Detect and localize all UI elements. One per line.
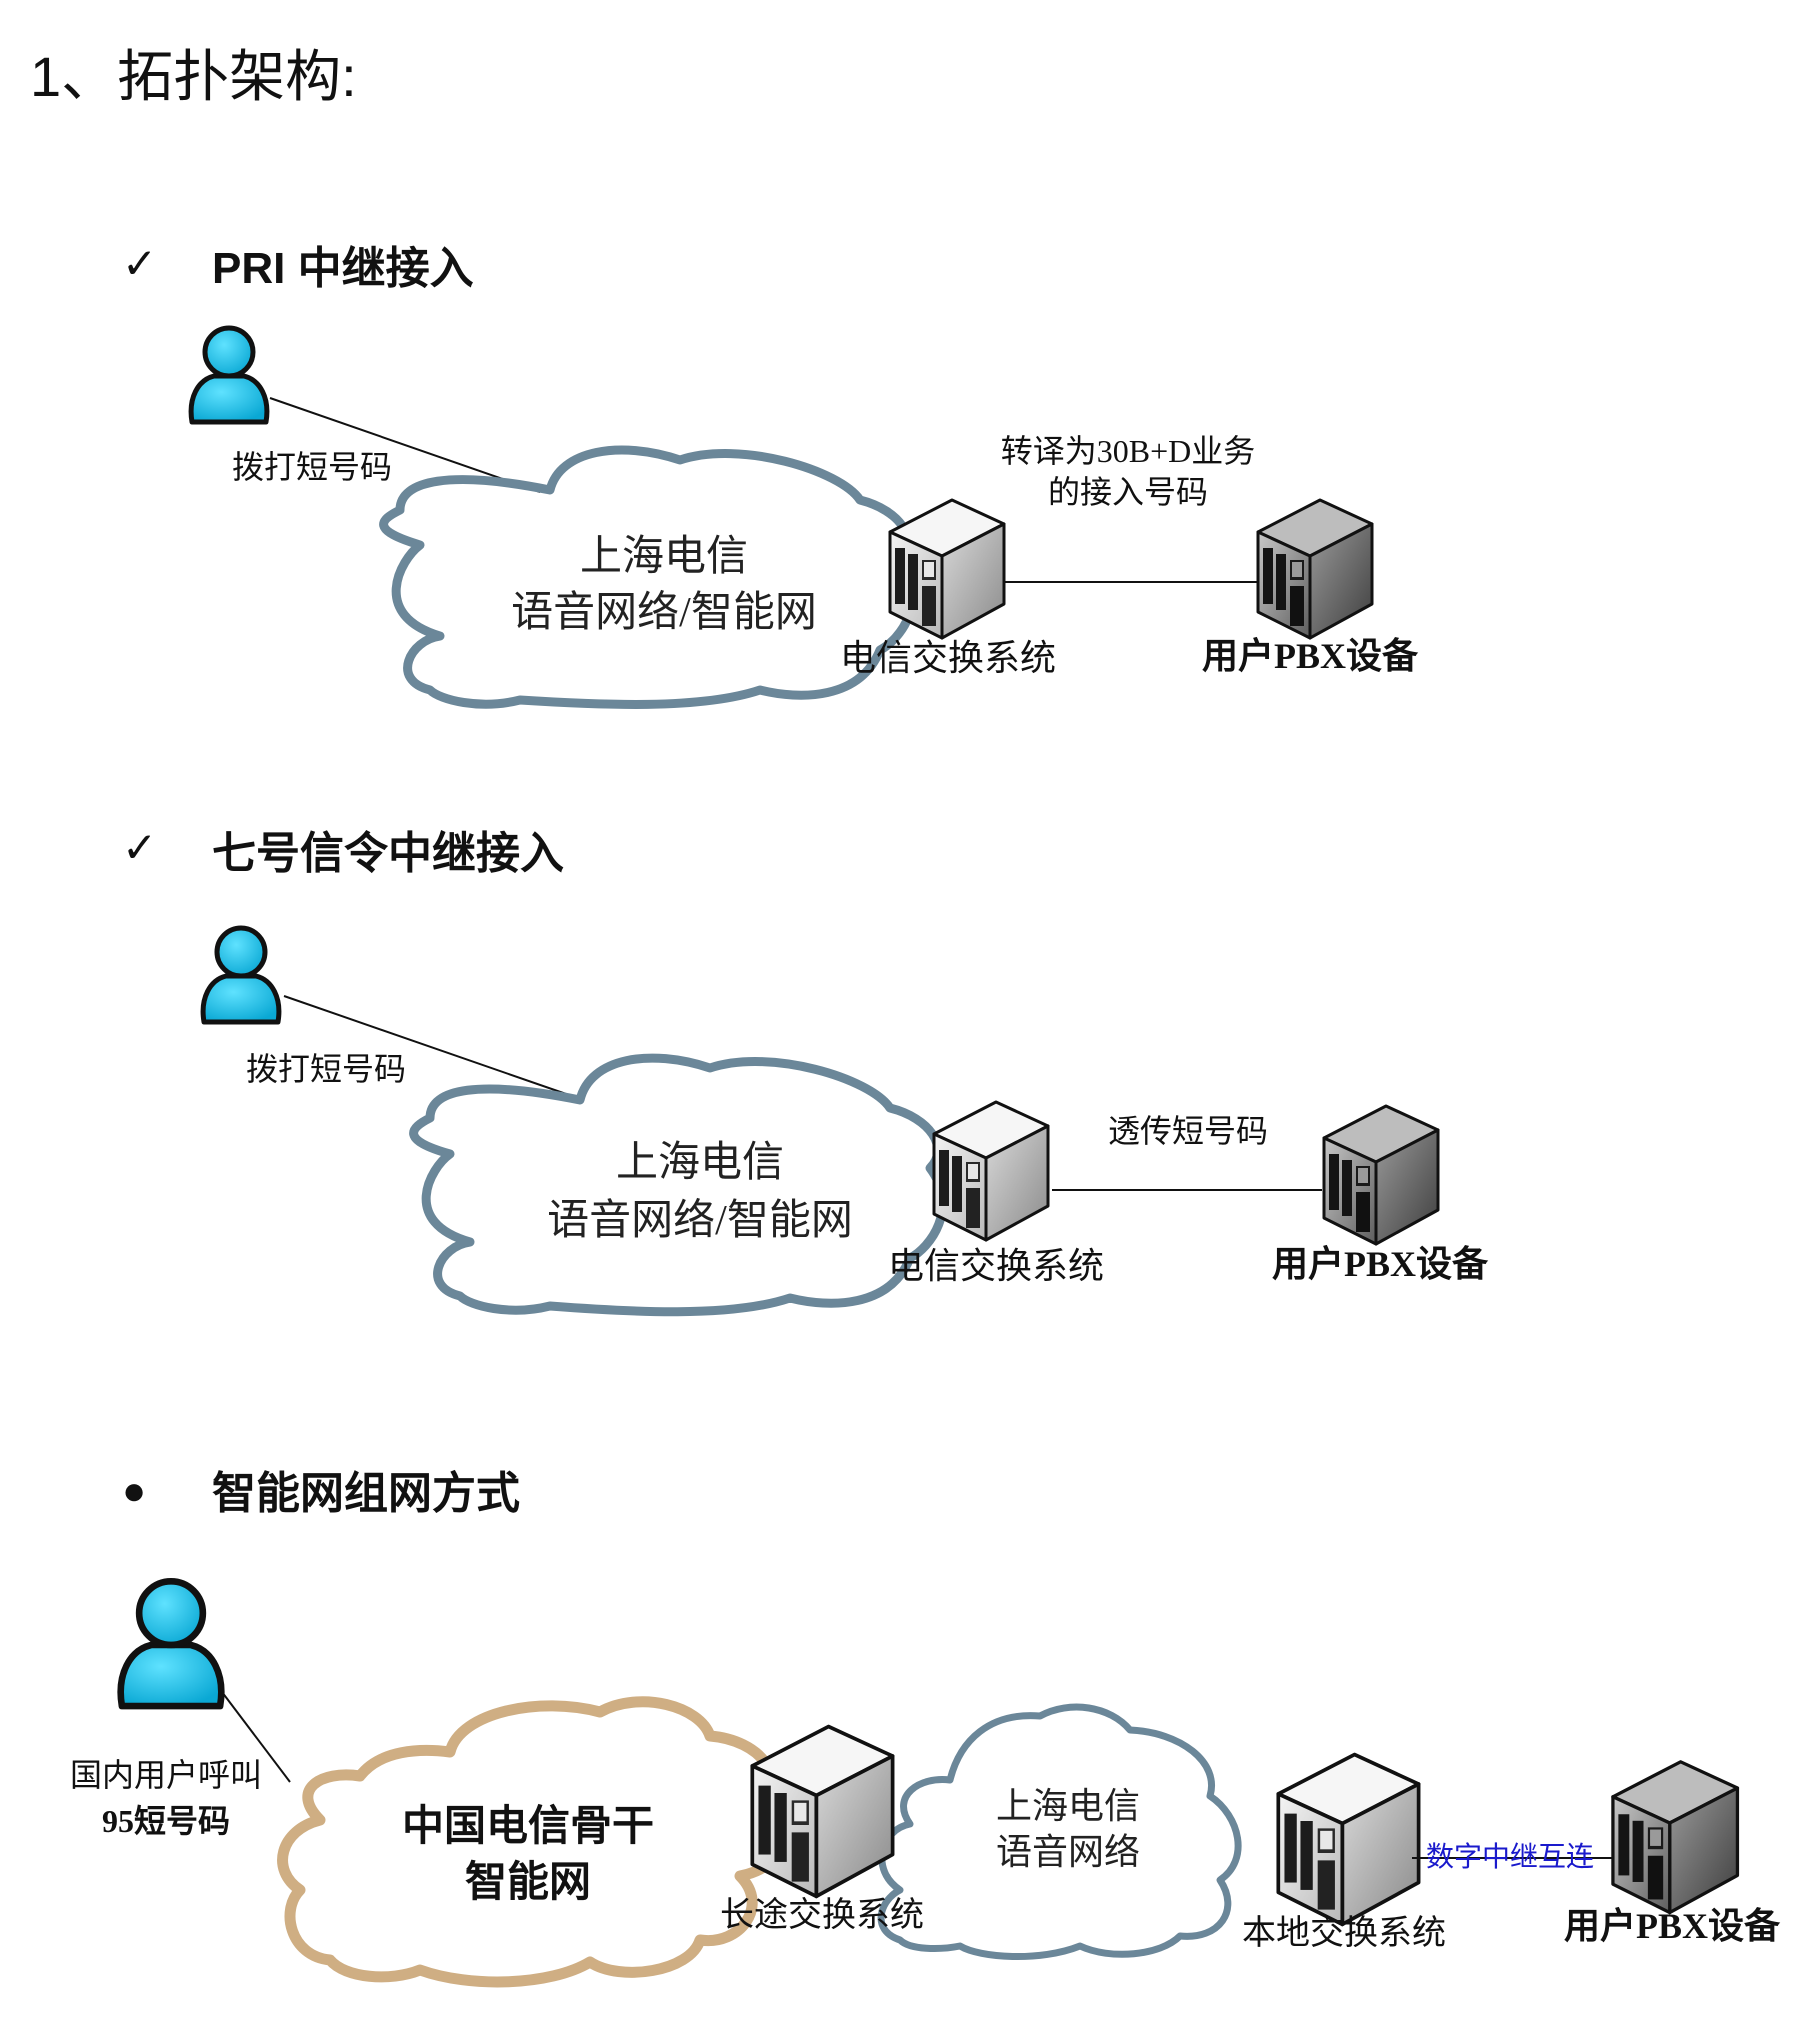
pbx-server-icon: [1256, 498, 1374, 640]
pbx-server-icon: [1611, 1760, 1740, 1915]
person-label: 拨打短号码: [246, 1051, 406, 1087]
section-heading: 七号信令中继接入: [212, 829, 564, 878]
cloud-label-line2: 语音网络/智能网: [547, 1197, 853, 1244]
section-pri: ✓ PRI 中继接入 拨打短号码 上海电信 语音网络/智能网 电信交换系统 转译…: [122, 240, 1419, 709]
backbone-cloud-icon: [277, 1696, 786, 1988]
person-label-line2: 95短号码: [102, 1803, 230, 1839]
checkmark-icon: ✓: [122, 824, 157, 871]
cloud-label-line1: 上海电信: [580, 534, 748, 580]
cloud-icon: [409, 1053, 948, 1317]
person-link-line: [283, 995, 573, 1097]
link-label-line1: 转译为30B+D业务: [1001, 433, 1256, 469]
switch-label: 电信交换系统: [888, 1246, 1104, 1286]
checkmark-icon: ✓: [122, 240, 157, 287]
section-in: ● 智能网组网方式 国内用户呼叫 95短号码 中国电信骨干 智能网 上海电信 语…: [70, 1469, 1781, 1988]
pbx-label: 用户PBX设备: [1272, 1244, 1489, 1284]
local-server-icon: [1276, 1752, 1421, 1927]
section-heading: PRI 中继接入: [212, 244, 474, 293]
pbx-label: 用户PBX设备: [1564, 1906, 1781, 1946]
person-icon: [191, 328, 267, 422]
section-ss7: ✓ 七号信令中继接入 拨打短号码 上海电信 语音网络/智能网 电信交换系统 透传…: [122, 824, 1489, 1317]
person-label-line1: 国内用户呼叫: [70, 1757, 262, 1793]
person-icon: [203, 928, 279, 1022]
link-label-line2: 的接入号码: [1048, 474, 1208, 510]
pbx-label: 用户PBX设备: [1202, 636, 1419, 676]
section-heading: 智能网组网方式: [212, 1469, 520, 1518]
server-icon: [888, 498, 1006, 640]
person-icon: [121, 1581, 222, 1706]
switch-label: 电信交换系统: [840, 638, 1056, 678]
person-link-line: [221, 1691, 291, 1783]
server-icon: [932, 1100, 1050, 1242]
cloud-label-line1: 上海电信: [616, 1140, 784, 1186]
link-label: 透传短号码: [1108, 1113, 1268, 1149]
local-cloud-label-line2: 语音网络: [996, 1832, 1140, 1872]
backbone-label-line1: 中国电信骨干: [402, 1803, 654, 1850]
backbone-label-line2: 智能网: [465, 1859, 591, 1906]
cloud-label-line2: 语音网络/智能网: [511, 589, 817, 636]
long-distance-server-icon: [750, 1724, 895, 1899]
pbx-server-icon: [1322, 1104, 1440, 1246]
long-switch-label: 长途交换系统: [720, 1896, 924, 1934]
trunk-label: 数字中继互连: [1426, 1841, 1594, 1873]
person-link-line: [269, 397, 541, 493]
page-title: 1、拓扑架构:: [30, 45, 357, 108]
cloud-icon: [379, 445, 918, 709]
local-switch-label: 本地交换系统: [1242, 1914, 1446, 1952]
local-cloud-label-line1: 上海电信: [996, 1786, 1140, 1826]
bullet-icon: ●: [122, 1469, 146, 1513]
local-cloud-icon: [877, 1703, 1242, 1960]
person-label: 拨打短号码: [232, 449, 392, 485]
